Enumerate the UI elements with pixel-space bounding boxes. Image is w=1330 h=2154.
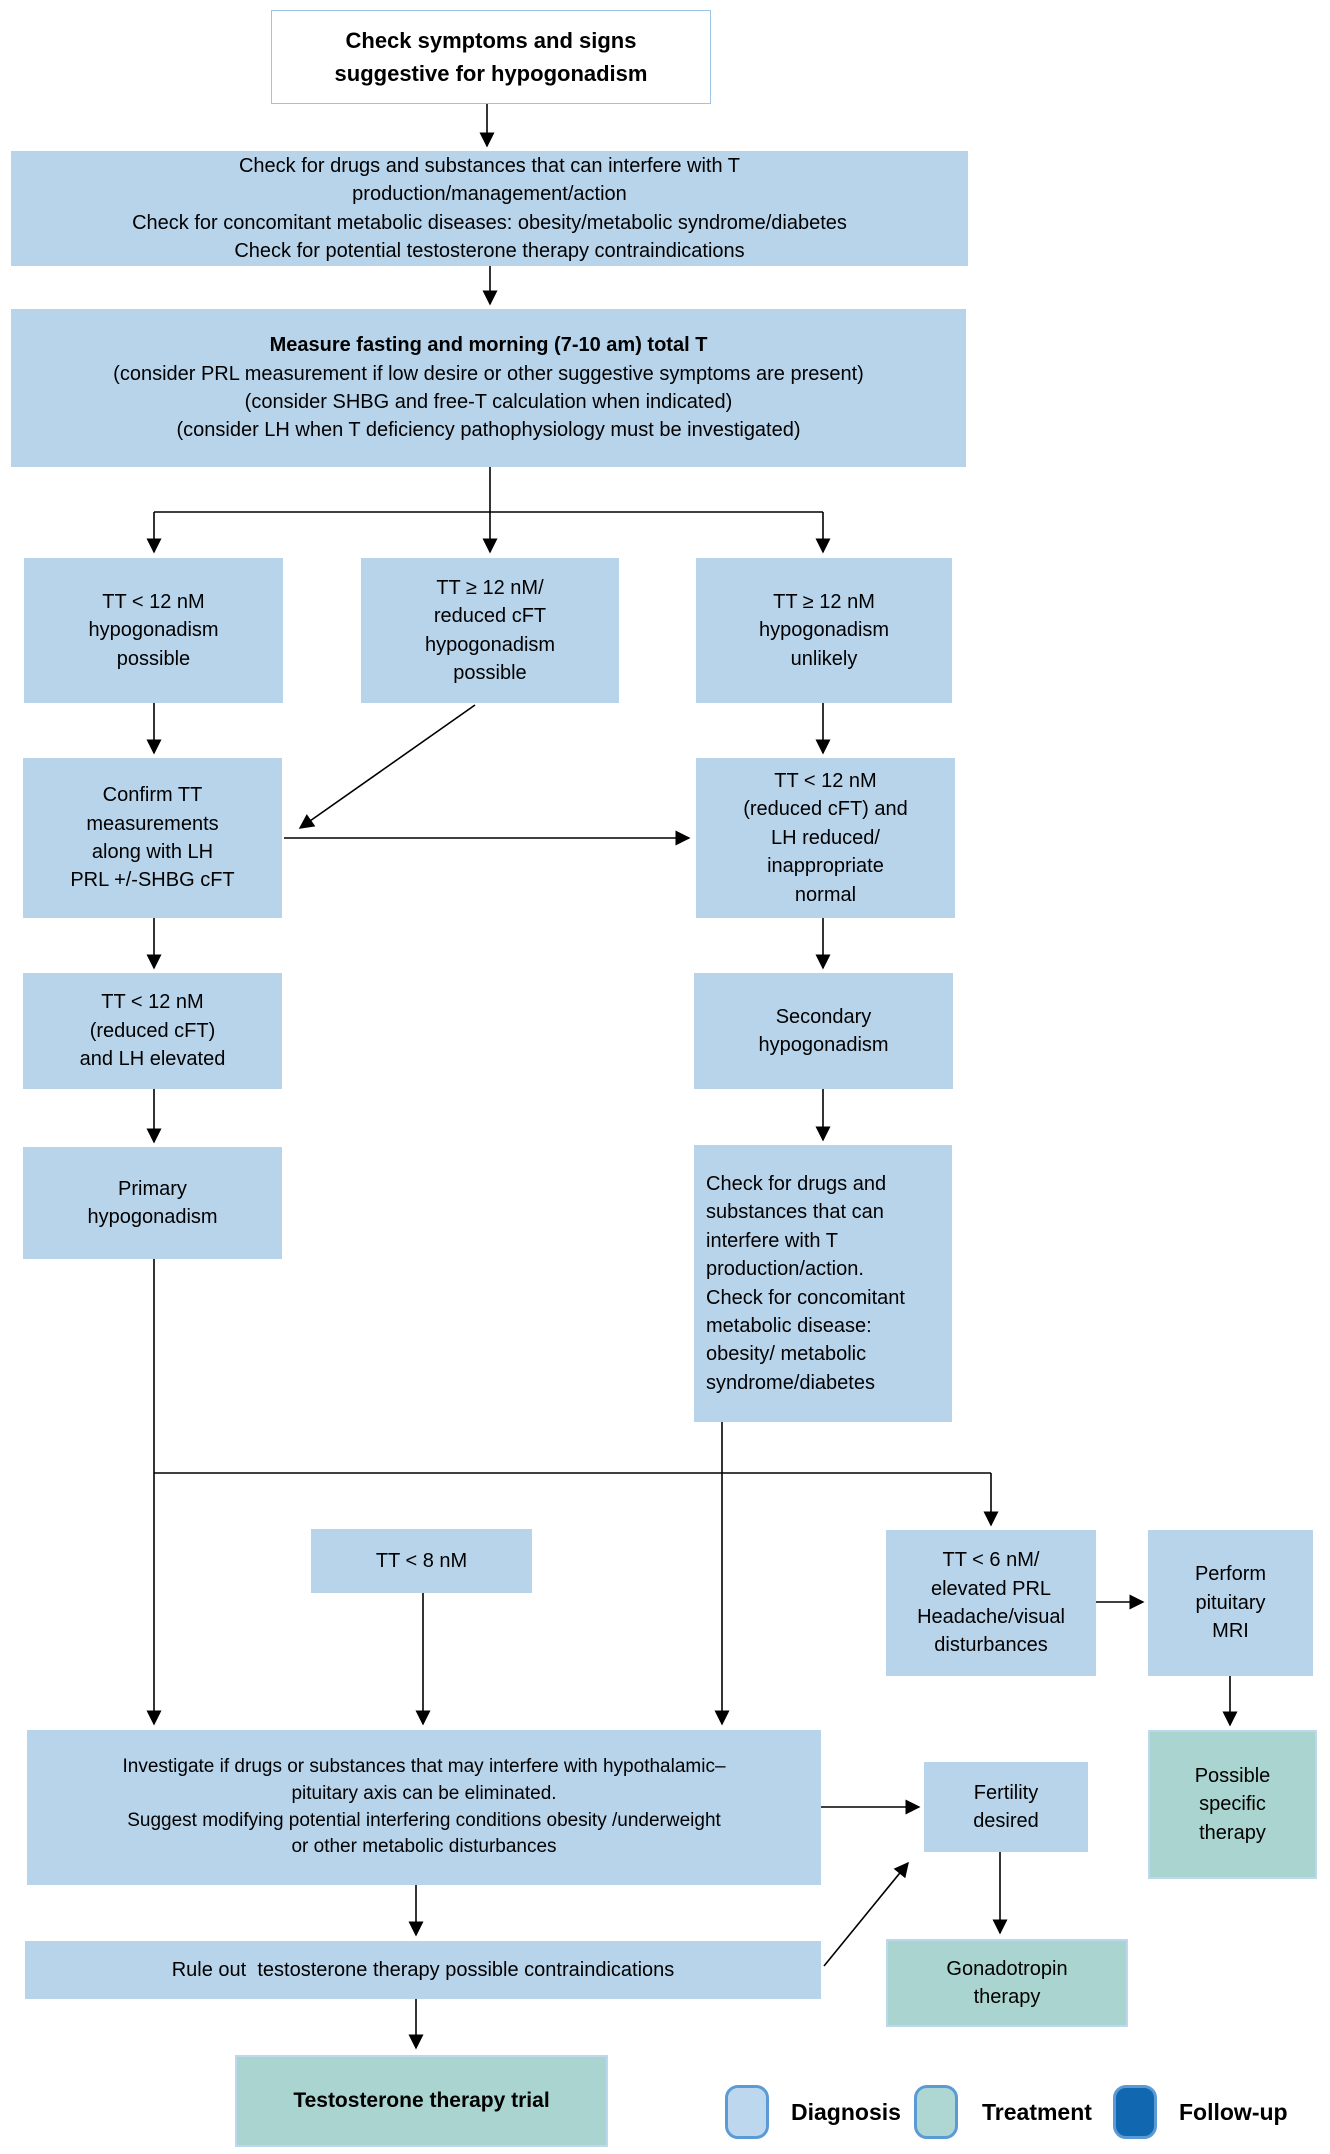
node-primary-hypogonadism: Primary hypogonadism (23, 1147, 282, 1259)
legend-diagnosis-swatch (725, 2085, 769, 2139)
arrow-cft-confirm-diagonal (298, 704, 476, 829)
node-investigate-interference: Investigate if drugs or substances that … (27, 1730, 821, 1885)
node-tt-lt-8: TT < 8 nM (311, 1529, 532, 1593)
node-gonadotropin-therapy: Gonadotropin therapy (886, 1939, 1128, 2027)
node-screening-checks: Check for drugs and substances that can … (11, 151, 968, 266)
node-check-drugs-secondary: Check for drugs and substances that can … (694, 1145, 952, 1422)
node-tt-ge-12-reduced-cft: TT ≥ 12 nM/ reduced cFT hypogonadism pos… (361, 558, 619, 703)
node-pituitary-mri: Perform pituitary MRI (1148, 1530, 1313, 1676)
node-testosterone-therapy-trial: Testosterone therapy trial (235, 2055, 608, 2147)
legend-followup-label: Follow-up (1179, 2099, 1288, 2125)
legend-treatment-label: Treatment (982, 2099, 1092, 2125)
node-tt-lt-6-prl: TT < 6 nM/ elevated PRL Headache/visual … (886, 1530, 1096, 1676)
node-possible-specific-therapy: Possible specific therapy (1148, 1730, 1317, 1879)
legend-followup-swatch (1113, 2085, 1157, 2139)
node-confirm-tt: Confirm TT measurements along with LH PR… (23, 758, 282, 918)
node-secondary-hypogonadism: Secondary hypogonadism (694, 973, 953, 1089)
node-tt-lt-12-possible: TT < 12 nM hypogonadism possible (24, 558, 283, 703)
node-measure-total-t: Measure fasting and morning (7-10 am) to… (11, 309, 966, 467)
node-rule-out-contraindications: Rule out testosterone therapy possible c… (25, 1941, 821, 1999)
legend-diagnosis-label: Diagnosis (791, 2099, 901, 2125)
node-lh-reduced: TT < 12 nM (reduced cFT) and LH reduced/… (696, 758, 955, 918)
node-check-symptoms: Check symptoms and signs suggestive for … (271, 10, 711, 104)
legend-treatment-swatch (914, 2085, 958, 2139)
node-fertility-desired: Fertility desired (924, 1762, 1088, 1852)
node-tt-ge-12-unlikely: TT ≥ 12 nM hypogonadism unlikely (696, 558, 952, 703)
node-lh-elevated: TT < 12 nM (reduced cFT) and LH elevated (23, 973, 282, 1089)
